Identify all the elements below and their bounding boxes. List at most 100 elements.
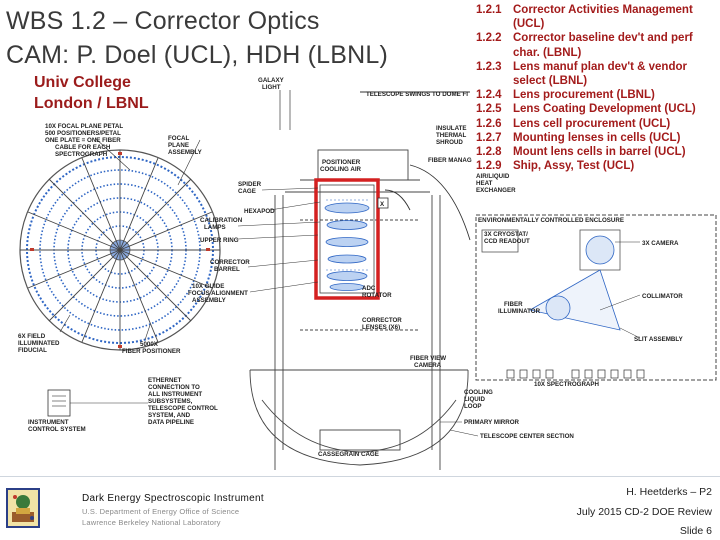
instrument-control-rack: [47, 389, 148, 417]
wbs-number: 1.2.9: [476, 160, 502, 173]
label-calibration-2: LAMPS: [204, 224, 226, 231]
label-cryostat-2: CCD READOUT: [484, 238, 530, 245]
wbs-item: 1.2.3 Lens manuf plan dev't & vendor sele…: [476, 60, 716, 88]
wbs-description: Lens manuf plan dev't & vendor select (L…: [513, 60, 687, 88]
institution-line-2: London / LBNL: [34, 95, 149, 112]
label-primary-mirror: PRIMARY MIRROR: [464, 419, 520, 426]
label-cooling-3: LOOP: [464, 403, 482, 410]
label-focus-3: ASSEMBLY: [192, 297, 227, 304]
corrector-barrel: [319, 184, 375, 294]
label-calibration-1: CALIBRATION: [200, 217, 243, 224]
label-air-liquid-3: EXCHANGER: [476, 187, 516, 194]
label-enclosure: ENVIRONMENTALLY CONTROLLED ENCLOSURE: [478, 217, 624, 224]
org-name: Dark Energy Spectroscopic Instrument: [82, 493, 264, 504]
wbs-number: 1.2.6: [476, 117, 502, 130]
label-ethernet-4: SUBSYSTEMS,: [148, 398, 193, 405]
label-focus-1: 10X GUIDE: [192, 283, 224, 290]
label-corrector-lenses-2: LENSES (X6): [362, 324, 400, 331]
org-dept: U.S. Department of Energy Office of Scie…: [82, 507, 240, 516]
label-fiber-view-1: FIBER VIEW: [410, 355, 446, 362]
label-thermal: THERMAL: [436, 132, 466, 139]
label-ethernet-7: DATA PIPELINE: [148, 419, 194, 426]
wbs-number: 1.2.8: [476, 146, 502, 159]
spectrograph-enclosure: [475, 214, 717, 381]
wbs-item: 1.2.2 Corrector baseline dev't and perf c…: [476, 31, 716, 59]
label-air-liquid-1: AIR/LIQUID: [476, 173, 510, 180]
label-air-liquid-2: HEAT: [476, 180, 493, 187]
label-illuminated-1: 6X FIELD: [18, 333, 46, 340]
wbs-description: Lens procurement (LBNL): [513, 89, 655, 102]
label-upper-ring: UPPER RING: [200, 237, 239, 244]
label-focal: FOCAL: [168, 135, 190, 142]
institution-label: Univ College London / LBNL: [34, 72, 149, 114]
focal-plane-disc: [19, 149, 221, 351]
label-cage: CAGE: [238, 188, 256, 195]
wbs-description: Corrector Activities Management (UCL): [513, 4, 693, 31]
wbs-item: 1.2.9 Ship, Assy, Test (UCL): [476, 159, 716, 173]
label-one-fiber: ONE PLATE = ONE FIBER: [45, 137, 121, 144]
label-fiber-illum-1: FIBER: [504, 301, 523, 308]
label-plane: PLANE: [168, 142, 189, 149]
label-assembly: ASSEMBLY: [168, 149, 203, 156]
label-positioner: POSITIONER: [322, 159, 361, 166]
label-light: LIGHT: [262, 84, 281, 91]
label-corrector-barrel-2: BARREL: [214, 266, 240, 273]
label-ethernet-1: ETHERNET: [148, 377, 182, 384]
label-ethernet-6: SYSTEM, AND: [148, 412, 191, 419]
desi-instrument-diagram: 10X FOCAL PLANE PETAL 500 POSITIONERS/PE…: [18, 77, 717, 470]
wbs-number: 1.2.3: [476, 60, 502, 73]
spectrograph-row: [506, 369, 645, 379]
label-illuminated-3: FIDUCIAL: [18, 347, 47, 354]
label-fiber-manag: FIBER MANAG: [428, 157, 472, 164]
label-3x-camera: 3X CAMERA: [642, 240, 679, 247]
label-telescope-swings: TELESCOPE SWINGS TO DOME FI: [366, 91, 468, 98]
label-fiber-view-2: CAMERA: [414, 362, 442, 369]
label-cooling-1: COOLING: [464, 389, 493, 396]
label-ethernet-5: TELESCOPE CONTROL: [148, 405, 218, 412]
label-ethernet-3: ALL INSTRUMENT: [148, 391, 202, 398]
presenter: H. Heetderks – P2: [626, 486, 712, 498]
label-cassegrain: CASSEGRAIN CAGE: [318, 451, 379, 458]
label-fiber-positioners-2: FIBER POSITIONER: [122, 348, 181, 355]
desi-logo-icon: [6, 488, 40, 528]
wbs-description: Ship, Assy, Test (UCL): [513, 160, 635, 173]
label-adc-1: ADC: [362, 285, 376, 292]
label-hexapod: HEXAPOD: [244, 208, 275, 215]
wbs-description: Corrector baseline dev't and perf char. …: [513, 32, 693, 59]
label-fiber-positioners-1: 5000X: [140, 341, 159, 348]
wbs-description: Lens cell procurement (UCL): [513, 117, 671, 130]
institution-line-1: Univ College: [34, 74, 131, 91]
corrector-highlight-box: [314, 178, 380, 300]
footer-divider: [0, 476, 720, 477]
label-adc-2: ROTATOR: [362, 292, 392, 299]
label-corrector-lenses-1: CORRECTOR: [362, 317, 402, 324]
label-telescope-center: TELESCOPE CENTER SECTION: [480, 433, 574, 440]
adc-box-label: X: [380, 201, 385, 208]
label-illuminated-2: ILLUMINATED: [18, 340, 60, 347]
label-insulated: INSULATE: [436, 125, 466, 132]
label-slit-assembly: SLIT ASSEMBLY: [634, 336, 684, 343]
label-spectrograph: SPECTROGRAPH: [55, 151, 108, 158]
label-spider: SPIDER: [238, 181, 262, 188]
title-line-1: WBS 1.2 – Corrector Optics: [6, 7, 320, 35]
label-instrument-control-1: INSTRUMENT: [28, 419, 69, 426]
label-ethernet-2: CONNECTION TO: [148, 384, 200, 391]
slide-number: Slide 6: [679, 525, 712, 537]
label-positioners: 500 POSITIONERS/PETAL: [45, 130, 121, 137]
title-line-2: CAM: P. Doel (UCL), HDH (LBNL): [6, 41, 389, 69]
wbs-number: 1.2.5: [476, 103, 502, 116]
wbs-number: 1.2.7: [476, 131, 502, 144]
adc-box: [377, 197, 389, 209]
label-collimator: COLLIMATOR: [642, 293, 683, 300]
wbs-number: 1.2.2: [476, 32, 502, 45]
label-corrector-barrel-1: CORRECTOR: [210, 259, 250, 266]
label-fiber-illum-2: ILLUMINATOR: [498, 308, 541, 315]
label-cooling-2: LIQUID: [464, 396, 485, 403]
label-focal-plane-petal: 10X FOCAL PLANE PETAL: [45, 123, 123, 130]
